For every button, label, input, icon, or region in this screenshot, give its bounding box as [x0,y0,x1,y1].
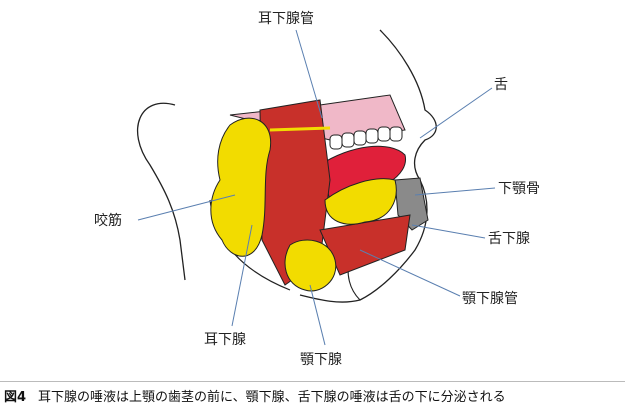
teeth [329,126,403,150]
caption-text: 耳下腺の唾液は上顎の歯茎の前に、顎下腺、舌下腺の唾液は舌の下に分泌される [38,390,506,405]
label-parotid-gland: 耳下腺 [204,332,246,348]
label-submandibular-gland: 顎下腺 [300,352,342,368]
figure-caption: 図4 耳下腺の唾液は上顎の歯茎の前に、顎下腺、舌下腺の唾液は舌の下に分泌される [4,386,506,405]
label-tongue: 舌 [494,77,508,93]
submandibular-gland [284,239,337,292]
leader-lines [137,29,496,346]
figure-number: 図4 [4,390,27,405]
salivary-gland-illustration [136,29,496,346]
label-submandibular-duct: 顎下腺管 [462,291,518,307]
ear-outline [136,102,186,281]
label-masseter: 咬筋 [94,213,122,229]
label-mandible: 下顎骨 [498,181,540,197]
parotid-gland [210,117,272,257]
caption-divider [0,381,625,382]
label-sublingual-gland: 舌下腺 [488,231,530,247]
label-parotid-duct: 耳下腺管 [258,11,314,27]
parotid-duct [269,126,331,132]
sublingual-gland [324,178,397,225]
